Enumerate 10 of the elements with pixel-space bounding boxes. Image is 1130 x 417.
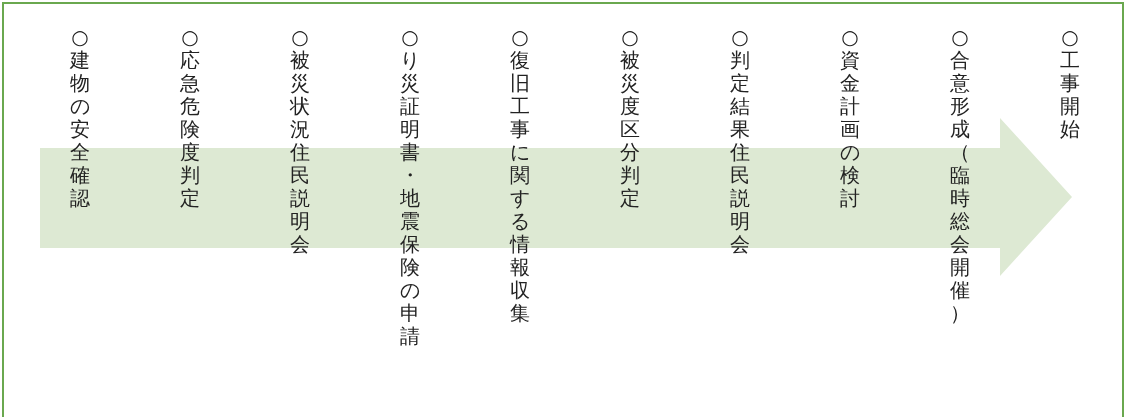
step-text: ○建物の安全確認: [69, 26, 91, 210]
step-text: ○資金計画の検討: [839, 26, 861, 210]
step-text: ○り災証明書・地震保険の申請: [399, 26, 421, 348]
step-text: ○応急危険度判定: [179, 26, 201, 210]
step-text: ○復旧工事に関する情報収集: [508, 26, 531, 325]
step-text: ○判定結果住民説明会: [729, 26, 751, 256]
step-text: ○合意形成（臨時総会開催）: [949, 26, 971, 325]
step-text: ○被災度区分判定: [619, 26, 641, 210]
step-text: ○被災状況住民説明会: [289, 26, 311, 256]
step-text: ○工事開始: [1059, 26, 1081, 141]
